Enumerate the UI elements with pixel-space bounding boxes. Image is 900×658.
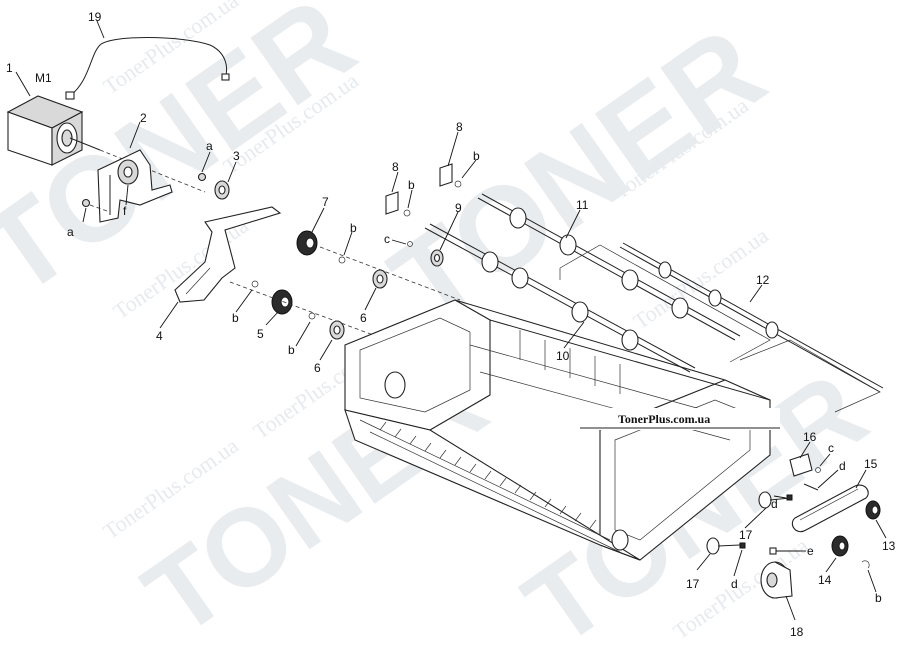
callout-e: e (807, 544, 814, 558)
gear-part (296, 230, 461, 301)
callout-1: 1 (6, 61, 13, 75)
site-label: TonerPlus.com.ua (618, 412, 710, 426)
site-label-box: TonerPlus.com.ua (580, 408, 780, 430)
callout-17: 17 (739, 528, 753, 542)
screw-part (739, 494, 800, 555)
motor-designation-label: M1 (35, 71, 52, 85)
callout-6: 6 (314, 361, 321, 375)
roller-shaft-part (477, 193, 741, 341)
timing-belt-part (791, 484, 869, 533)
pulley-part (865, 500, 881, 520)
callout-10: 10 (556, 349, 570, 363)
callout-b: b (875, 591, 882, 605)
knob-part (760, 561, 793, 599)
callout-d: d (771, 497, 778, 511)
callout-4: 4 (156, 329, 163, 343)
callout-16: 16 (803, 430, 817, 444)
callout-b: b (473, 149, 480, 163)
e-ring-part (251, 256, 346, 320)
callout-b: b (232, 311, 239, 325)
callout-5: 5 (257, 327, 264, 341)
callout-12: 12 (756, 273, 770, 287)
bushing-part (329, 269, 388, 340)
callout-15: 15 (864, 457, 878, 471)
motor-bracket-part (97, 149, 173, 223)
callout-8: 8 (456, 120, 463, 134)
callout-17: 17 (686, 577, 700, 591)
callout-14: 14 (818, 573, 832, 587)
screw-part (81, 172, 207, 213)
callout-b: b (350, 221, 357, 235)
watermark-brand: TONER (368, 2, 787, 351)
gear-part (214, 180, 230, 200)
link-plate-part (174, 206, 282, 303)
callout-2: 2 (140, 111, 147, 125)
callout-c: c (384, 232, 390, 246)
bracket-part (789, 453, 821, 491)
callout-19: 19 (88, 10, 102, 24)
callout-a: a (67, 225, 74, 239)
callout-a: a (206, 139, 213, 153)
motor-part (6, 95, 206, 193)
outline-panel (559, 244, 881, 413)
callout-d: d (731, 577, 738, 591)
gear-part (831, 535, 870, 569)
roller-shaft-part (619, 242, 884, 393)
callout-13: 13 (882, 539, 896, 553)
callout-3: 3 (233, 149, 240, 163)
wire-harness-part (65, 37, 230, 100)
callout-c: c (828, 441, 834, 455)
callout-b: b (408, 178, 415, 192)
roller-shaft-part (424, 223, 696, 373)
leader-lines (15, 20, 887, 621)
callout-6: 6 (360, 311, 367, 325)
callout-d: d (839, 459, 846, 473)
callout-f: f (123, 204, 127, 218)
callout-8: 8 (392, 160, 399, 174)
watermark-url: TonerPlus.com.ua (629, 223, 773, 335)
callout-7: 7 (322, 195, 329, 209)
pulley-part (706, 491, 791, 555)
callout-9: 9 (455, 201, 462, 215)
bushing-part (407, 241, 444, 267)
callout-18: 18 (790, 625, 804, 639)
callout-b: b (288, 343, 295, 357)
callout-labels: M1 1 2 3 4 5 6 6 7 8 8 9 10 11 12 13 14 … (6, 10, 896, 639)
callout-11: 11 (576, 198, 589, 212)
